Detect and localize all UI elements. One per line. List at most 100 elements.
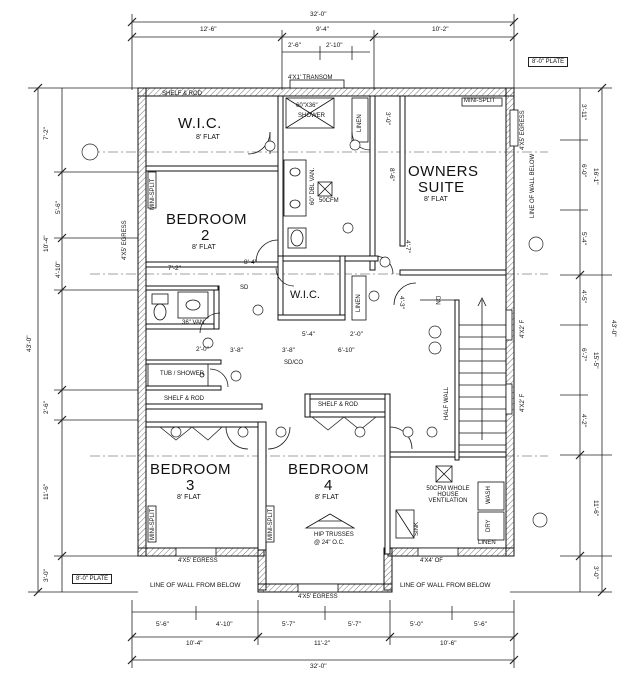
bedroom-2-ceiling: 8' FLAT (192, 244, 216, 251)
linen-mid-label: LINEN (356, 294, 362, 312)
dim-int-2: 8'-4" (244, 259, 257, 266)
owners-suite-subtitle: SUITE (418, 179, 465, 196)
linen-low-label: LINEN (478, 540, 496, 546)
mini-split-b3-label: MINI-SPLIT (150, 508, 156, 540)
dim-int-10: 4'-7" (404, 240, 411, 253)
dim-int-8: 3'-0" (384, 112, 391, 125)
dim-int-7: 6'-10" (338, 347, 355, 354)
stairs (420, 297, 507, 453)
window-4x2-b-label: 4'X2' F (520, 393, 526, 412)
dim-right-overall: 43'-0" (610, 320, 617, 337)
dim-left-d: 4'-10" (55, 261, 62, 278)
half-wall-label: HALF WALL (444, 386, 450, 420)
hip-trusses-label: HIP TRUSSES (314, 532, 354, 538)
dim-right-e2: 6'-0" (580, 164, 587, 177)
hip-spacing-label: @ 24" O.C. (314, 540, 345, 546)
shower-size-label: 60"X36" (296, 103, 318, 109)
line-of-wall-right-label: LINE OF WALL FROM BELOW (400, 582, 491, 589)
owners-suite-ceiling: 8' FLAT (424, 196, 448, 203)
dbl-van-label: 60" DBL VAN. (310, 167, 316, 205)
wic-top-title: W.I.C. (178, 115, 222, 132)
shelf-rod-b3-label: SHELF & ROD (164, 396, 205, 402)
transom-label: 4'X1' TRANSOM (288, 75, 333, 81)
dim-top-c: 10'-2" (432, 26, 449, 33)
mini-split-b2-label: MINI-SPLIT (150, 178, 156, 210)
dim-right-e3: 5'-4" (580, 232, 587, 245)
bedroom-3-title: BEDROOM (150, 461, 232, 478)
dim-bottom-overall: 32'-0" (310, 663, 327, 670)
dim-int-5: 3'-8" (230, 347, 243, 354)
dim-int-12: 2'-0" (196, 346, 209, 353)
window-4x2-a-label: 4'X2' F (520, 319, 526, 338)
egress-b2-label: 4'X5' EGRESS (122, 220, 128, 260)
vanity-36-label: 36" VAN. (182, 320, 207, 326)
dim-bottom-d5: 5'-0" (410, 621, 423, 628)
windows (147, 79, 519, 593)
whole-house-ventilation-label: 50CFM WHOLE HOUSE VENTILATION (426, 486, 470, 504)
stair-down-label: DN (434, 296, 440, 305)
dim-left-overall: 43'-0" (26, 335, 33, 352)
dim-bottom-d3: 5'-7" (282, 621, 295, 628)
dimension-ticks (33, 17, 607, 665)
tub-shower-label: TUB / SHOWER (160, 371, 205, 377)
dim-bottom-c: 10'-6" (440, 640, 457, 647)
egress-owner-label: 4'X5' EGRESS (520, 110, 526, 150)
interior-walls (145, 95, 507, 555)
dim-right-e5: 6'-7" (580, 348, 587, 361)
dim-right-e6: 4'-2" (580, 414, 587, 427)
egress-b3-label: 4'X5' EGRESS (178, 558, 218, 564)
bedroom-3-ceiling: 8' FLAT (177, 494, 201, 501)
bedroom-4-title: BEDROOM (288, 461, 370, 478)
line-of-wall-left-label: LINE OF WALL FROM BELOW (150, 582, 241, 589)
dim-left-g: 3'-0" (43, 569, 50, 582)
dim-left-a: 7'-2" (43, 127, 50, 140)
dim-top-a: 12'-6" (200, 26, 217, 33)
dryer-label: DRY (486, 519, 492, 532)
dim-right-b: 15'-5" (592, 352, 599, 369)
dim-int-1: 7'-2" (168, 265, 181, 272)
smoke-co-detector-label: SD/CO (284, 360, 304, 366)
dim-left-c: 5'-6" (55, 201, 62, 214)
linen-top-label: LINEN (357, 114, 363, 132)
washer-label: WASH (486, 486, 492, 504)
bedroom-4-ceiling: 8' FLAT (315, 494, 339, 501)
dim-top-b: 9'-4" (316, 26, 329, 33)
bedroom-2-title: BEDROOM (166, 211, 248, 228)
dim-int-4: 2'-0" (350, 331, 363, 338)
dim-bottom-b: 11'-2" (314, 640, 331, 647)
dim-int-11: 4'-3" (398, 296, 405, 309)
dim-left-b: 10'-4" (43, 235, 50, 252)
bedroom-2-number: 2 (201, 227, 210, 244)
shelf-rod-top-label: SHELF & ROD (162, 91, 203, 97)
shower-label: SHOWER (298, 113, 325, 119)
dim-right-e4: 4'-5" (580, 290, 587, 303)
dim-int-3: 5'-4" (302, 331, 315, 338)
fixtures (147, 97, 505, 541)
dim-top-overall: 32'-0" (310, 11, 327, 18)
bedroom-3-number: 3 (186, 477, 195, 494)
dim-bottom-d2: 4'-10" (216, 621, 233, 628)
plate-bottom-label: 8'-0" PLATE (72, 574, 113, 584)
dim-bottom-d1: 5'-6" (156, 621, 169, 628)
wic-mid-title: W.I.C. (290, 289, 320, 301)
dim-right-d: 3'-0" (592, 566, 599, 579)
dim-bottom-d6: 5'-6" (474, 621, 487, 628)
dim-bottom-d4: 5'-7" (348, 621, 361, 628)
dim-int-6: 3'-8" (282, 347, 295, 354)
egress-b4-label: 4'X5' EGRESS (298, 594, 338, 600)
dim-left-f: 11'-6" (43, 483, 50, 500)
bath-fan-label: 50CFM (319, 198, 339, 204)
dim-right-a: 16'-1" (592, 168, 599, 185)
dim-right-e1: 3'-11" (580, 104, 587, 121)
plate-top-label: 8'-0" PLATE (528, 57, 569, 67)
dimension-lines (28, 14, 612, 668)
mini-split-owner-label: MINI-SPLIT (464, 98, 496, 104)
shelf-rod-b4-label: SHELF & ROD (318, 402, 359, 408)
sink-label: SINK (414, 521, 420, 536)
dim-right-c: 11'-6" (592, 500, 599, 517)
line-of-wall-below-right: LINE OF WALL BELOW (530, 153, 536, 218)
dim-top-e: 2'-10" (326, 42, 343, 49)
bedroom-4-number: 4 (324, 477, 333, 494)
dim-int-9: 8'-6" (388, 168, 395, 181)
